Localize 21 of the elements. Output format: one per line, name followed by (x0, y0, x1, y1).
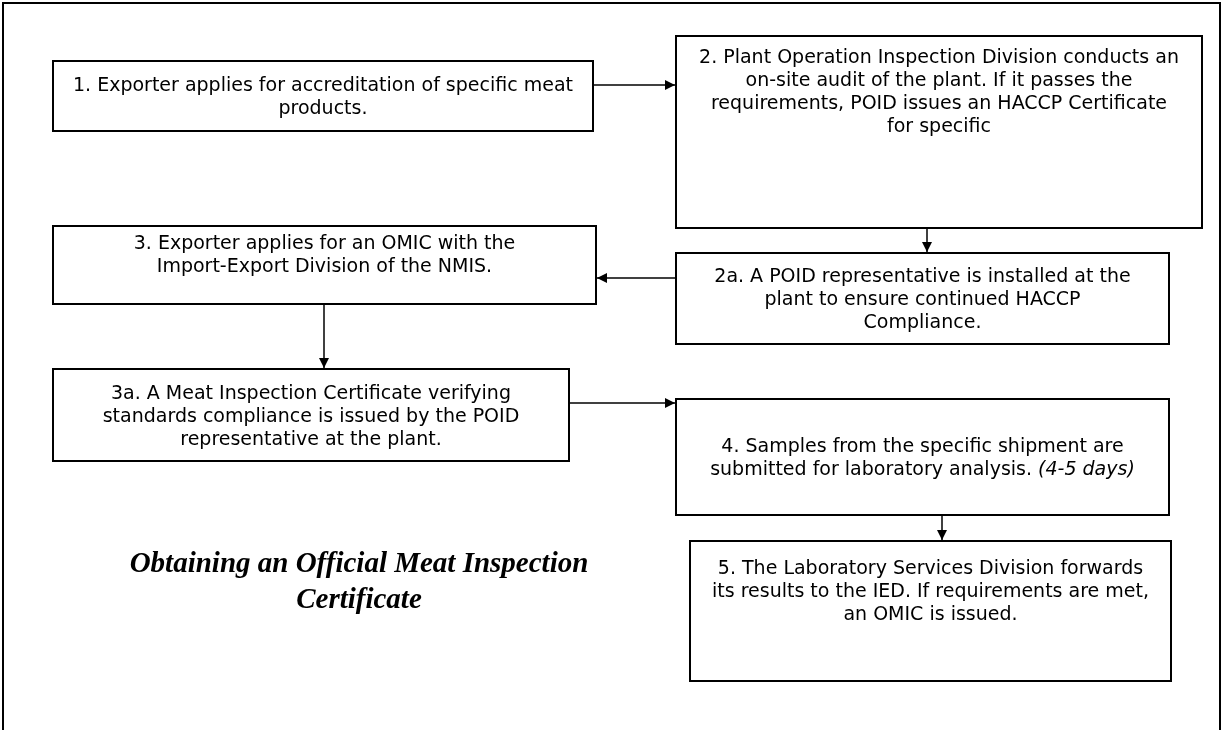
step-text: 1. Exporter applies for accreditation of specific meat products. (72, 73, 574, 119)
step-text: 5. The Laboratory Services Division forwards its results to the IED. If requirements are met, an OMIC is issued. (711, 556, 1150, 625)
arrow (319, 304, 329, 369)
diagram-title: Obtaining an Official Meat Inspection Certificate (128, 545, 590, 616)
step-text: 4. Samples from the specific shipment are submitted for laboratory analysis. (4-5 days) (709, 434, 1136, 480)
process-box (675, 398, 1170, 516)
step-text: 2a. A POID representative is installed at the plant to ensure continued HACCP Compliance. (713, 264, 1132, 333)
process-box (689, 540, 1172, 682)
step-text: 3. Exporter applies for an OMIC with the Import-Export Division of the NMIS. (132, 231, 517, 277)
arrow (593, 80, 676, 90)
step-text: 3a. A Meat Inspection Certificate verifying standards compliance is issued by the POID representative at the plant. (101, 380, 521, 450)
arrow (937, 515, 947, 541)
process-box (52, 60, 594, 132)
process-box (675, 252, 1170, 345)
process-box (52, 368, 570, 462)
arrow (596, 273, 676, 283)
arrow (922, 228, 932, 253)
step-text: 2. Plant Operation Inspection Division conducts an on-site audit of the plant. If it passes the requirements, POID issues an HACCP Certificate for specific (698, 45, 1180, 137)
arrow (569, 398, 676, 408)
process-box (52, 225, 597, 305)
process-box (675, 35, 1203, 229)
